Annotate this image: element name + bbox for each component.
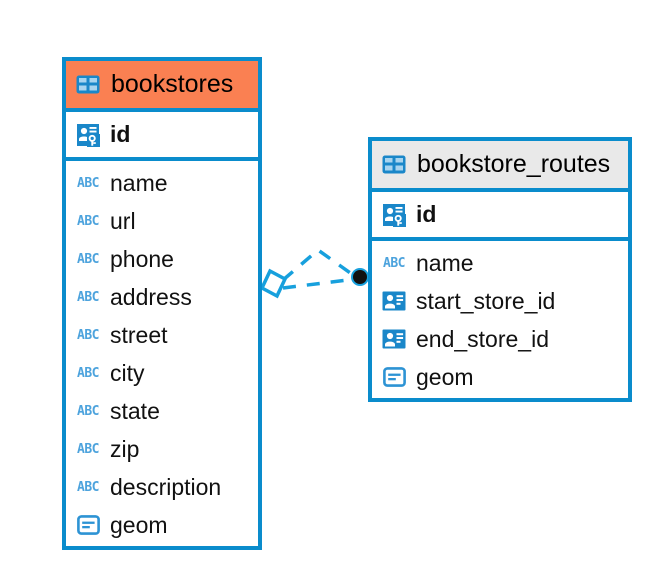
field-row-phone[interactable]: ABC phone [66,240,258,278]
table-icon [75,73,101,97]
field-label: state [110,397,160,424]
field-row-street[interactable]: ABC street [66,316,258,354]
text-type-icon: ABC [77,365,99,381]
geometry-type-icon [75,513,101,537]
field-label: id [110,121,131,147]
text-type-icon: ABC [77,251,99,267]
text-type-icon: ABC [77,289,99,305]
fields-section: ABC name ABC url ABC phone ABC address A… [66,161,258,546]
field-row-geom[interactable]: geom [66,506,258,544]
field-row-geom[interactable]: geom [372,358,628,396]
field-label: zip [110,435,140,462]
text-type-icon: ABC [77,441,99,457]
foreign-key-icon [381,289,407,313]
text-type-icon: ABC [77,327,99,343]
text-type-icon: ABC [383,255,405,271]
field-row-primary-key[interactable]: id [66,112,258,157]
field-label: address [110,283,192,310]
field-row-name[interactable]: ABC name [66,164,258,202]
field-row-city[interactable]: ABC city [66,354,258,392]
entity-header-bookstores[interactable]: bookstores [66,61,258,108]
field-row-url[interactable]: ABC url [66,202,258,240]
field-label: phone [110,245,174,272]
entity-bookstores[interactable]: bookstores id [62,57,262,550]
relationship-line-upper [281,247,358,282]
field-label: end_store_id [416,325,549,352]
primary-key-icon [381,203,407,227]
field-label: geom [416,363,474,390]
text-type-icon: ABC [77,175,99,191]
relationship-circle-endpoint [351,268,369,286]
field-label: url [110,207,136,234]
field-row-address[interactable]: ABC address [66,278,258,316]
field-label: name [110,169,168,196]
primary-key-icon [75,123,101,147]
field-row-description[interactable]: ABC description [66,468,258,506]
entity-bookstore-routes[interactable]: bookstore_routes [368,137,632,402]
text-type-icon: ABC [77,403,99,419]
entity-title: bookstore_routes [417,150,611,178]
field-label: street [110,321,168,348]
entity-title: bookstores [111,70,234,98]
geometry-type-icon [381,365,407,389]
field-row-primary-key[interactable]: id [372,192,628,237]
table-icon [381,153,407,177]
field-label: name [416,249,474,276]
field-row-name[interactable]: ABC name [372,244,628,282]
field-label: id [416,201,437,227]
field-row-state[interactable]: ABC state [66,392,258,430]
entity-header-bookstore-routes[interactable]: bookstore_routes [372,141,628,188]
field-row-start-store-id[interactable]: start_store_id [372,282,628,320]
field-label: start_store_id [416,287,556,314]
field-label: description [110,473,222,500]
field-row-zip[interactable]: ABC zip [66,430,258,468]
field-row-end-store-id[interactable]: end_store_id [372,320,628,358]
text-type-icon: ABC [77,479,99,495]
relationship-diamond-endpoint [259,268,288,299]
relationship-line-lower [282,277,357,290]
field-label: city [110,359,145,386]
field-label: geom [110,511,168,538]
foreign-key-icon [381,327,407,351]
primary-key-section: id [372,188,628,241]
text-type-icon: ABC [77,213,99,229]
fields-section: ABC name start_store_id [372,241,628,398]
primary-key-section: id [66,108,258,161]
